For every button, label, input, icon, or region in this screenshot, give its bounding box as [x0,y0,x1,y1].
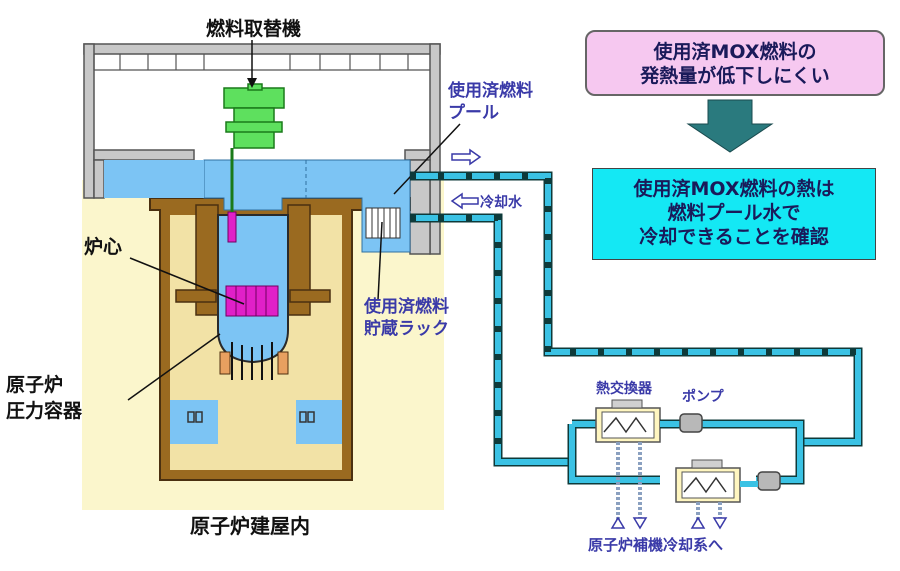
down-arrow-icon [686,99,774,153]
label-rpv: 原子炉 圧力容器 [6,372,82,424]
roof-truss [93,54,430,71]
label-spent-fuel-pool: 使用済燃料 プール [448,80,533,124]
pump-2 [757,471,781,491]
pool-water-left [104,160,204,198]
pipe-dashes [410,173,858,462]
label-storage-rack: 使用済燃料 貯蔵ラック [364,296,449,340]
label-rpv-line2: 圧力容器 [6,400,83,422]
aux-arrows [610,516,728,530]
reactor-core [225,285,279,317]
label-refueling-machine: 燃料取替機 [206,18,302,40]
label-building: 原子炉建屋内 [190,514,310,538]
conclusion-line1: 使用済MOX燃料の熱は [633,178,835,200]
conclusion-line3: 冷却できることを確認 [639,226,829,248]
left-arrow-icon [450,192,479,210]
label-storage-rack-line1: 使用済燃料 [364,297,449,317]
spent-fuel-rack [365,207,401,239]
control-rod-drives [231,342,273,380]
drive-housing-right [277,351,289,375]
conclusion-callout: 使用済MOX燃料の熱は 燃料プール水で 冷却できることを確認 [592,168,876,260]
fuel-assembly [227,211,237,243]
vent-pipes [187,411,315,423]
label-rpv-line1: 原子炉 [6,374,64,396]
pump-1 [679,413,703,433]
label-spent-fuel-pool-line2: プール [448,103,499,123]
building-frame [83,43,441,255]
leader-rack [377,221,383,301]
leader-pool [393,123,461,195]
label-cooling-water: 冷却水 [480,195,522,211]
premise-callout: 使用済MOX燃料の 発熱量が低下しにくい [585,30,885,96]
refueling-machine [223,83,285,149]
heat-exchanger-1 [595,399,661,443]
leader-rpv [127,333,221,401]
label-spent-fuel-pool-line1: 使用済燃料 [448,81,533,101]
label-aux-cooling: 原子炉補機冷却系へ [588,536,724,554]
leader-core [129,257,245,305]
heat-exchanger-2 [675,459,741,503]
label-pump: ポンプ [682,389,724,405]
label-core: 炉心 [84,236,123,258]
leader-refuel-head [247,78,257,88]
drive-housing-left [219,351,231,375]
right-arrow-icon [451,148,482,166]
conclusion-line2: 燃料プール水で [667,202,801,224]
premise-line2: 発熱量が低下しにくい [640,65,830,87]
label-storage-rack-line2: 貯蔵ラック [364,319,449,339]
premise-line1: 使用済MOX燃料の [653,41,817,63]
label-heat-exchanger: 熱交換器 [596,381,652,397]
